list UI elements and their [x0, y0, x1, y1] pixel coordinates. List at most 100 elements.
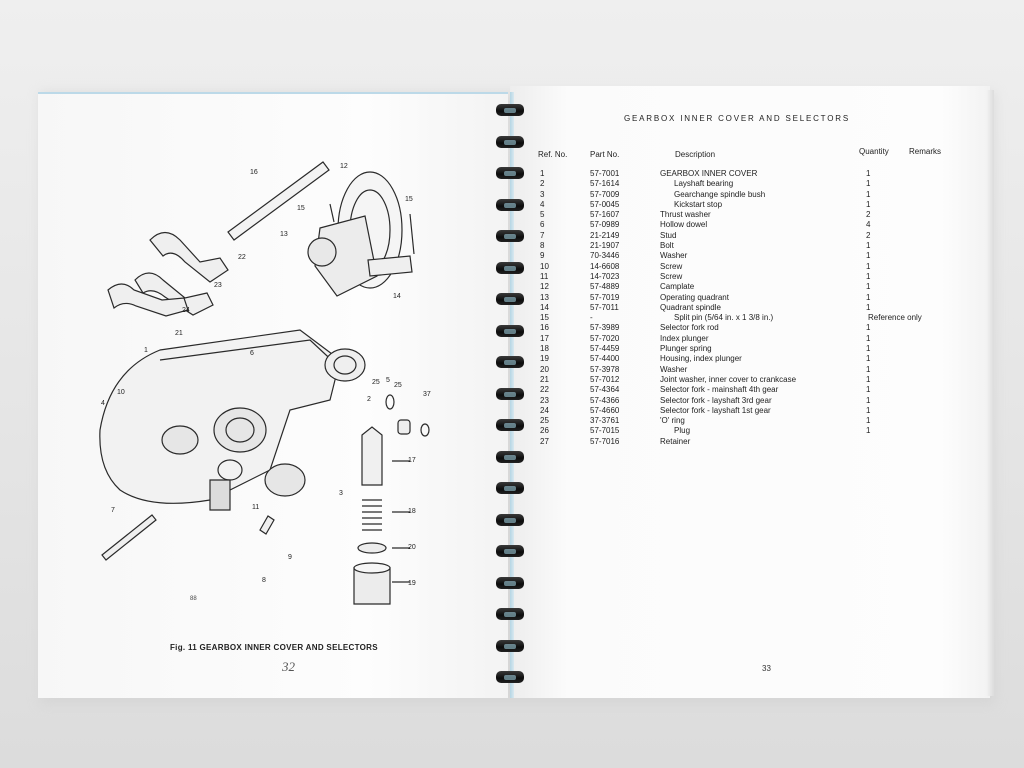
quantity-cell: Reference only	[868, 313, 922, 323]
binding-coil	[494, 230, 528, 244]
quantity-cell: 1	[866, 169, 871, 178]
ref-cell: 1	[540, 169, 545, 178]
header-description: Description	[675, 150, 716, 159]
callout-1: 1	[144, 347, 148, 354]
quantity-cell: 1	[866, 261, 871, 271]
callout-9: 9	[288, 554, 292, 561]
description-cell: 'O' ring	[660, 416, 685, 426]
quantity-cell: 1	[866, 374, 871, 384]
description-cell: Kickstart stop	[674, 199, 723, 209]
page-number: 33	[762, 664, 771, 673]
callout-15a: 15	[297, 205, 305, 212]
description-cell: Stud	[660, 230, 677, 240]
part-number-cell: 21-1907	[590, 241, 620, 251]
description-cell: Screw	[660, 271, 683, 281]
ref-cell: 6	[540, 220, 545, 230]
coil-hole	[504, 391, 516, 397]
quantity-cell: 1	[866, 385, 871, 395]
quantity-cell: 1	[866, 395, 871, 405]
quantity-cell: 1	[866, 344, 871, 354]
ref-cell: 25	[540, 416, 549, 426]
description-cell: Housing, index plunger	[660, 354, 742, 364]
ref-cell: 20	[540, 364, 549, 374]
quantity-cell: 4	[866, 220, 871, 230]
page-title: GEARBOX INNER COVER AND SELECTORS	[624, 114, 850, 123]
ref-cell: 7	[540, 230, 545, 240]
callout-25a: 25	[372, 379, 380, 386]
description-cell: Plug	[674, 426, 691, 436]
exploded-diagram	[99, 161, 430, 605]
part-number-cell: 57-4459	[590, 344, 620, 354]
binding-coil	[494, 261, 528, 276]
ref-cell: 8	[540, 241, 545, 251]
callout-23: 23	[214, 282, 222, 289]
part-number-cell: -	[590, 313, 593, 323]
binding-coil	[494, 639, 528, 654]
coil-hole	[504, 108, 516, 113]
description-cell: Selector fork - layshaft 1st gear	[660, 405, 771, 415]
part-number-cell: 57-4889	[590, 282, 620, 292]
description-cell: Selector fork - mainshaft 4th gear	[660, 385, 779, 395]
description-cell: Screw	[660, 261, 683, 271]
quantity-cell: 1	[866, 416, 871, 426]
ref-cell: 12	[540, 282, 549, 292]
binding-coil	[494, 167, 528, 181]
description-cell: Washer	[660, 364, 688, 374]
coil-hole	[504, 517, 516, 523]
part-number-cell: 57-7001	[590, 169, 620, 178]
page-edge	[986, 90, 994, 696]
ref-cell: 17	[540, 333, 549, 343]
ref-cell: 2	[540, 179, 545, 189]
part-number-cell: 57-0045	[590, 199, 620, 209]
callout-19: 19	[408, 580, 416, 587]
ref-cell: 9	[540, 251, 545, 261]
callout-8: 8	[262, 577, 266, 584]
callout-22: 22	[238, 254, 246, 261]
coil-hole	[504, 423, 516, 428]
description-cell: Selector fork - layshaft 3rd gear	[660, 395, 772, 405]
coil-hole	[504, 328, 516, 334]
part-number-cell: 57-1607	[590, 210, 620, 220]
description-cell: Index plunger	[660, 333, 709, 343]
handwritten-page-number: 32	[282, 659, 295, 674]
part-number-cell: 57-7011	[590, 302, 619, 312]
quantity-cell: 1	[866, 282, 871, 292]
quantity-cell: 1	[866, 292, 871, 302]
quantity-cell: 1	[866, 189, 871, 199]
description-cell: Plunger spring	[660, 344, 712, 354]
part-number-cell: 57-4660	[590, 405, 620, 415]
quantity-cell: 1	[866, 251, 871, 261]
ref-cell: 21	[540, 374, 549, 384]
quantity-cell: 1	[866, 333, 871, 343]
part-number-cell: 21-2149	[590, 230, 620, 240]
part-number-cell: 57-7020	[590, 333, 620, 343]
part-number-cell: 57-4400	[590, 354, 620, 364]
description-cell: GEARBOX INNER COVER	[660, 169, 758, 178]
callout-25b: 25	[394, 382, 402, 389]
coil-hole	[504, 580, 516, 586]
part-number-cell: 57-7009	[590, 189, 620, 199]
binding-coil	[494, 419, 528, 433]
binding-coil	[494, 671, 528, 685]
description-cell: Layshaft bearing	[674, 179, 734, 189]
part-number-cell: 57-0989	[590, 220, 620, 230]
binding-coil	[494, 387, 528, 402]
ref-cell: 18	[540, 344, 549, 354]
ref-cell: 14	[540, 302, 549, 312]
ref-cell: 4	[540, 199, 545, 209]
description-cell: Split pin (5/64 in. x 1 3/8 in.)	[674, 313, 774, 323]
part-number-cell: 57-7015	[590, 426, 620, 436]
part-number-cell: 14-6608	[590, 261, 620, 271]
description-cell: Selector fork rod	[660, 323, 719, 333]
figure-code: 88	[190, 596, 197, 602]
callout-4: 4	[101, 400, 105, 407]
part-number-cell: 70-3446	[590, 251, 620, 261]
quantity-cell: 1	[866, 179, 871, 189]
description-cell: Hollow dowel	[660, 220, 708, 230]
quantity-cell: 1	[866, 323, 871, 333]
coil-hole	[504, 549, 516, 554]
callout-5: 5	[386, 377, 390, 384]
quantity-cell: 2	[866, 210, 871, 220]
binding-coil	[494, 608, 528, 622]
binding-coil	[494, 545, 528, 559]
